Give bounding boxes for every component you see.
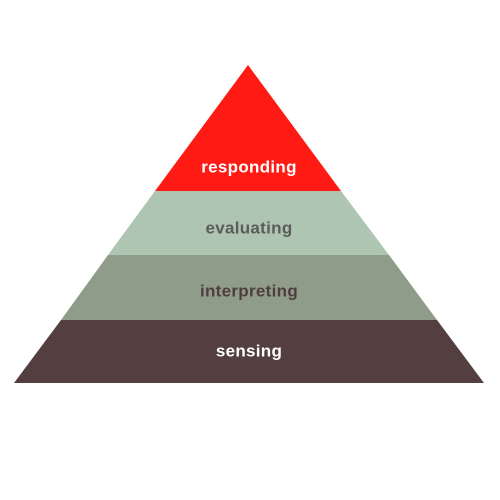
tier-responding: responding bbox=[155, 65, 341, 191]
tier-evaluating-label: evaluating bbox=[205, 218, 292, 237]
tier-evaluating-shape bbox=[108, 191, 389, 255]
tier-sensing-label: sensing bbox=[216, 341, 282, 360]
tier-evaluating: evaluating bbox=[108, 191, 389, 255]
tier-responding-label: responding bbox=[201, 157, 297, 176]
tier-interpreting-label: interpreting bbox=[200, 281, 298, 300]
tier-interpreting-shape bbox=[61, 255, 437, 320]
tier-sensing: sensing bbox=[14, 320, 484, 383]
tier-interpreting: interpreting bbox=[61, 255, 437, 320]
tier-responding-shape bbox=[155, 65, 341, 191]
tier-sensing-shape bbox=[14, 320, 484, 383]
